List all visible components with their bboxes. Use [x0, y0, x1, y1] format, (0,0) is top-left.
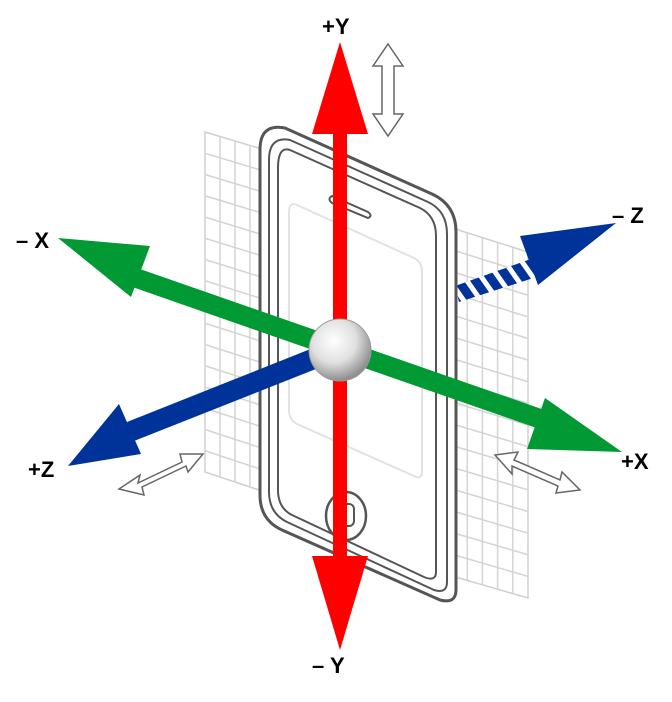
y-positive-arrowhead	[312, 42, 368, 134]
grid-line	[204, 237, 266, 258]
right-diagonal-double-arrow-icon	[493, 451, 582, 494]
grid-line	[204, 152, 266, 173]
grid-line	[451, 466, 529, 491]
grid-line	[451, 488, 529, 513]
grid-line	[451, 510, 529, 534]
y-positive-label: +Y	[322, 14, 350, 39]
origin-sphere-icon	[308, 318, 372, 382]
z-negative-arrowhead	[520, 223, 616, 285]
grid-line	[451, 531, 529, 556]
grid-line	[451, 357, 529, 383]
grid-line	[204, 195, 266, 215]
grid-line	[451, 314, 529, 340]
x-negative-label: – X	[16, 228, 49, 253]
x-positive-arrowhead	[527, 398, 622, 452]
z-positive-arrowhead	[68, 404, 141, 466]
z-axis-negative	[455, 223, 616, 302]
z-positive-shaft	[127, 346, 326, 441]
z-axis-positive	[68, 346, 326, 466]
grid-line	[204, 450, 266, 472]
grid-line	[204, 258, 266, 279]
y-negative-arrowhead	[312, 556, 368, 650]
x-positive-label: +X	[621, 449, 649, 474]
grid-line	[451, 423, 529, 448]
phone-screen	[288, 203, 423, 479]
grid-line	[204, 173, 266, 194]
grid-line	[204, 428, 266, 450]
grid-line	[204, 343, 266, 365]
x-negative-arrowhead	[58, 238, 150, 297]
grid-line	[451, 553, 529, 578]
grid-line	[451, 336, 529, 361]
grid-line	[451, 401, 529, 426]
grid-line	[204, 407, 266, 429]
z-negative-shaft	[455, 254, 552, 302]
z-negative-label: – Z	[612, 203, 644, 228]
grid-line	[204, 322, 266, 344]
vertical-double-arrow-icon	[371, 42, 405, 138]
left-diagonal-double-arrow-icon	[117, 453, 205, 497]
grid-line	[204, 216, 266, 237]
grid-line	[204, 280, 266, 301]
y-negative-label: – Y	[312, 653, 345, 678]
z-positive-label: +Z	[28, 457, 54, 482]
